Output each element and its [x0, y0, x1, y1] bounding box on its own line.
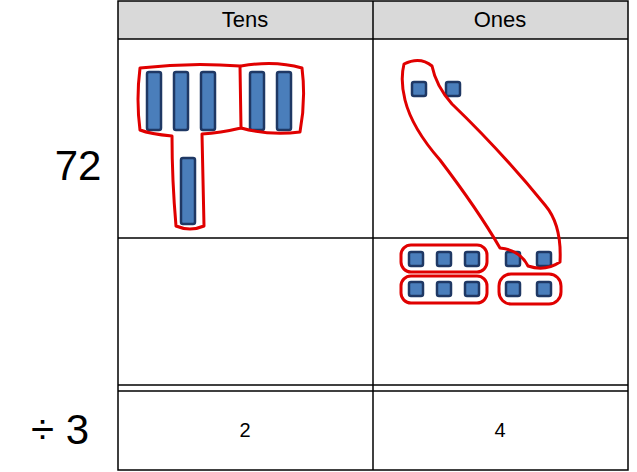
row-divider — [118, 237, 628, 239]
ones-cube — [537, 252, 551, 266]
ones-cube — [465, 252, 479, 266]
ones-cube — [409, 252, 423, 266]
ones-cube — [437, 252, 451, 266]
quotient-digit: 4 — [494, 420, 505, 440]
row-divider — [118, 38, 628, 40]
group-loop — [402, 60, 560, 268]
ones-cube — [412, 82, 426, 96]
group-loop — [138, 64, 241, 229]
column-divider — [372, 1, 374, 470]
tens-rod — [174, 72, 188, 130]
column-header: Ones — [474, 9, 527, 31]
group-loop — [499, 274, 561, 304]
quotient-digit: 2 — [239, 420, 250, 440]
ones-cube — [537, 282, 551, 296]
group-loop — [401, 276, 487, 303]
group-loop — [401, 245, 487, 272]
tens-rod — [147, 72, 161, 130]
table-border — [118, 1, 628, 470]
tens-rod — [250, 72, 264, 130]
dividend-number: 72 — [55, 145, 102, 187]
tens-rod — [181, 158, 195, 224]
ones-cube — [506, 282, 520, 296]
tens-rod — [201, 72, 215, 130]
column-header: Tens — [222, 9, 268, 31]
double-line — [118, 390, 628, 392]
divisor-label: ÷ 3 — [31, 409, 89, 451]
double-line — [118, 384, 628, 386]
ones-cube — [465, 282, 479, 296]
group-loop — [241, 63, 304, 133]
ones-cube — [409, 282, 423, 296]
tens-rod — [277, 72, 291, 130]
ones-cube — [446, 82, 460, 96]
ones-cube — [437, 282, 451, 296]
